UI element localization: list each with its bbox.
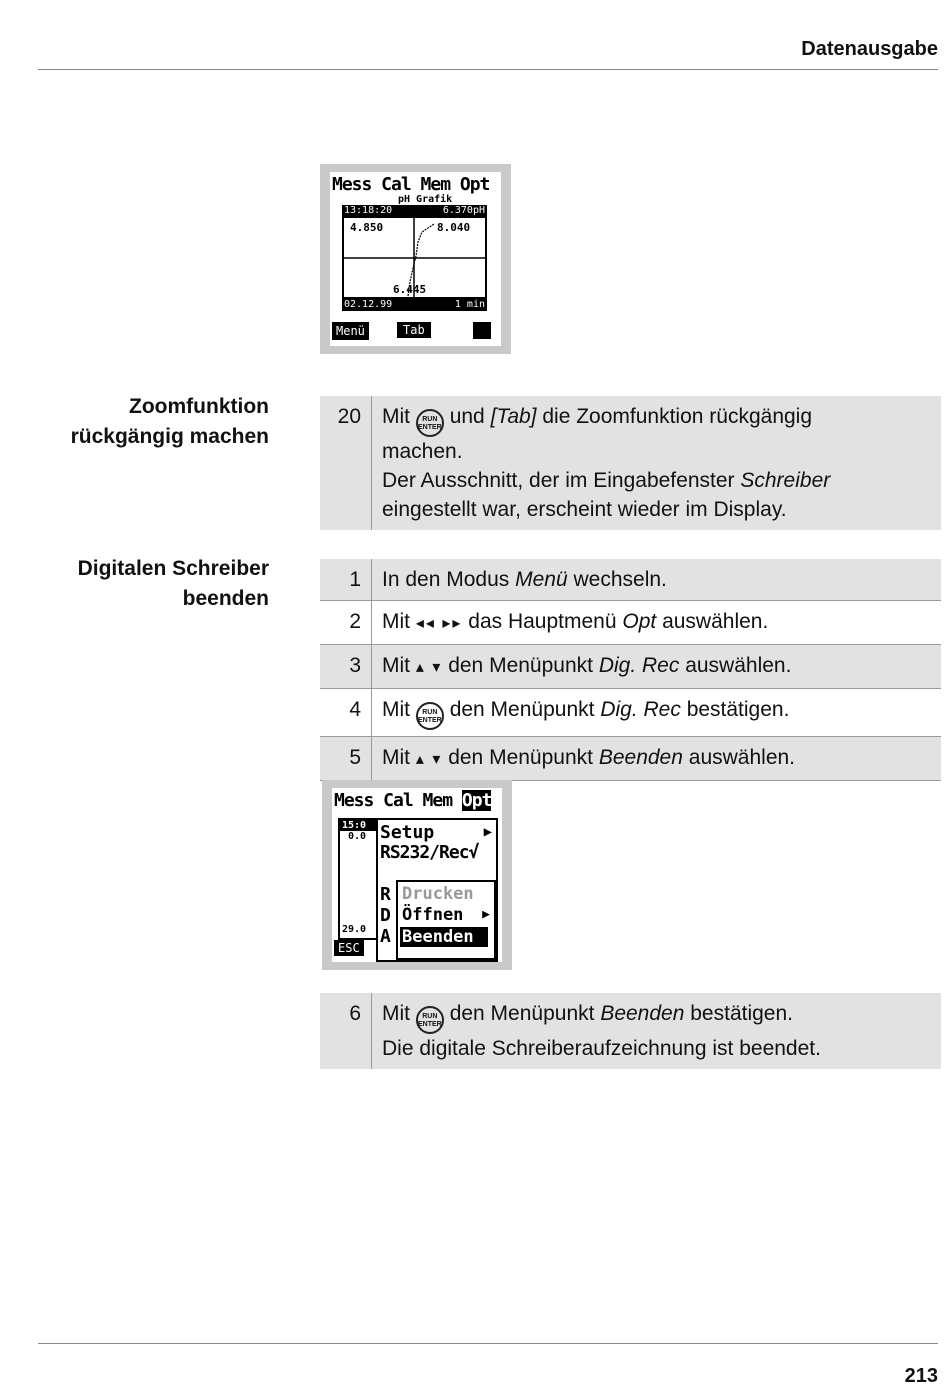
step-row: 5 Mit ▴ ▾ den Menüpunkt Beenden auswähle… — [320, 736, 941, 781]
step-number: 1 — [320, 559, 372, 600]
left-right-arrow-keys-icon: ◂◂ ▸▸ — [415, 615, 463, 632]
lcd-submenu-item-selected: Beenden — [400, 927, 488, 947]
step-row: 1 In den Modus Menü wechseln. — [320, 559, 941, 600]
lcd-menu-left-letters: R D A — [380, 884, 391, 947]
lcd-menu-bar: Mess Cal Mem Opt — [334, 790, 492, 811]
step-number: 20 — [320, 396, 372, 530]
page-number: 213 — [904, 1365, 938, 1387]
side-label-zoom: Zoomfunktion rückgängig machen — [70, 395, 269, 448]
page-header-title: Datenausgabe — [801, 38, 938, 60]
lcd-submenu-popup: Drucken Öffnen ▶ Beenden — [396, 880, 496, 960]
step-text: Mit ◂◂ ▸▸ das Hauptmenü Opt auswählen. — [382, 610, 769, 633]
side-label-end: Digitalen Schreiber beenden — [77, 557, 269, 610]
step-number: 6 — [320, 993, 372, 1069]
lcd-right-top-value: 8.040 — [437, 221, 471, 234]
step-text: In den Modus Menü wechseln. — [382, 568, 667, 591]
lcd-softkey-tab: Tab — [397, 322, 431, 338]
lcd-softkey-esc: ESC — [334, 940, 364, 956]
lcd-bottom-value: 6.445 — [393, 283, 427, 296]
lcd-left-top-value: 4.850 — [350, 221, 384, 234]
lcd-date-bar: 02.12.99 1 min — [342, 299, 487, 311]
lcd-screenshot-graph: Mess Cal Mem Opt pH Grafik 13:18:20 6.37… — [320, 164, 511, 354]
lcd-status-bar: 13:18:20 6.370pH — [342, 205, 487, 216]
lcd-submenu-item: Öffnen — [402, 905, 464, 925]
step-row: 2 Mit ◂◂ ▸▸ das Hauptmenü Opt auswählen. — [320, 600, 941, 644]
step-text: Mit ▴ ▾ den Menüpunkt Dig. Rec auswählen… — [382, 654, 792, 677]
lcd-background-graph: 15:0 0.0 29.0 — [338, 818, 376, 940]
chevron-right-icon: ▶ — [482, 907, 490, 922]
up-down-arrow-keys-icon: ▴ ▾ — [415, 659, 443, 676]
lcd-screenshot-menu: Mess Cal Mem Opt 15:0 0.0 29.0 Setup ▶ R… — [322, 780, 512, 970]
lcd-print-icon — [473, 322, 491, 339]
step-number: 4 — [320, 689, 372, 736]
chevron-right-icon: ▶ — [483, 824, 492, 840]
lcd-softkey-menu: Menü — [332, 322, 369, 340]
lcd-graph — [342, 216, 487, 299]
step-text: Mit ▴ ▾ den Menüpunkt Beenden auswählen. — [382, 746, 796, 769]
lcd-subtitle: pH Grafik — [398, 194, 453, 205]
lcd-menu-item: RS232/Rec√ — [380, 842, 479, 863]
step-number: 2 — [320, 601, 372, 644]
lcd-menu-bar: Mess Cal Mem Opt — [332, 174, 490, 195]
step-number: 3 — [320, 645, 372, 688]
lcd-submenu-item-disabled: Drucken — [402, 884, 474, 904]
up-down-arrow-keys-icon: ▴ ▾ — [415, 751, 443, 768]
footer-rule — [38, 1343, 938, 1344]
step-row: 3 Mit ▴ ▾ den Menüpunkt Dig. Rec auswähl… — [320, 644, 941, 688]
header-rule — [38, 69, 938, 70]
lcd-menu-item: Setup — [380, 822, 435, 843]
step-number: 5 — [320, 737, 372, 780]
steps-end: 1 In den Modus Menü wechseln. 2 Mit ◂◂ ▸… — [320, 559, 941, 781]
